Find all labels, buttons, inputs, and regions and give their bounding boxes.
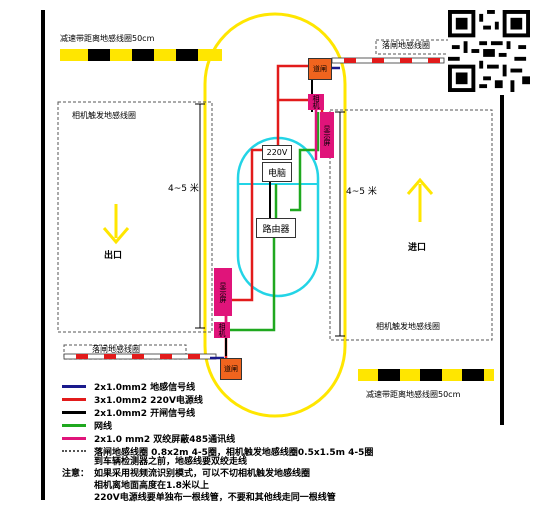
legend-swatch (62, 410, 86, 414)
distance-left-label: 4~5 米 (168, 184, 199, 194)
legend-label: 2x1.0mm2 地感信号线 (94, 382, 196, 393)
distance-marker-right (335, 111, 345, 337)
legend-label: 落闸地感线圈 0.8x2m 4-5圈，相机触发地感线圈0.5x1.5m 4-5圈 (94, 447, 374, 458)
legend-item-coil: 落闸地感线圈 0.8x2m 4-5圈，相机触发地感线圈0.5x1.5m 4-5圈 (62, 446, 374, 458)
legend-label: 2x1.0 mm2 双绞屏蔽485通讯线 (94, 434, 236, 445)
legend-swatch (62, 384, 86, 388)
legend-swatch-dotted (62, 450, 86, 452)
speed-bump-bottom (358, 369, 494, 381)
barrier-arm-top (331, 57, 445, 64)
computer-box: 电脑 (262, 162, 292, 182)
barrier-coil-top-label: 落闸地感线圈 (382, 41, 430, 50)
camera-coil-right (329, 109, 493, 341)
legend-item-loop-signal: 2x1.0mm2 地感信号线 (62, 381, 196, 393)
camera-bottom: 相机 (214, 322, 230, 338)
distance-marker-left (195, 103, 205, 329)
legend-coil-note: 到车辆检测器之前，地感线要双绞走线 (94, 457, 248, 467)
gate-top: 道闸 (308, 58, 332, 80)
legend-swatch (62, 397, 86, 401)
note-line-3: 220V电源线要单独布一根线管，不要和其他线走同一根线管 (94, 493, 336, 503)
speed-bump-bottom-label: 减速带距离地感线圈50cm (366, 390, 461, 399)
qr-code-image (448, 10, 530, 92)
legend-item-gate-signal: 2x1.0mm2 开闸信号线 (62, 407, 196, 419)
right-road-edge (500, 95, 504, 425)
speed-bump-top (60, 49, 222, 61)
legend-swatch (62, 423, 86, 427)
exit-arrow (102, 204, 130, 245)
entry-label: 进口 (408, 243, 427, 253)
entry-arrow (406, 177, 434, 222)
camera-coil-right-label: 相机触发地感线圈 (376, 322, 440, 331)
legend-label: 网线 (94, 421, 113, 432)
distance-right-label: 4~5 米 (346, 187, 377, 197)
legend-label: 2x1.0mm2 开闸信号线 (94, 408, 196, 419)
legend-label: 3x1.0mm2 220V电源线 (94, 395, 203, 406)
speed-bump-top-label: 减速带距离地感线圈50cm (60, 34, 155, 43)
legend-item-485: 2x1.0 mm2 双绞屏蔽485通讯线 (62, 433, 236, 445)
note-line-2: 相机离地面高度在1.8米以上 (94, 481, 209, 491)
camera-coil-left (57, 101, 213, 333)
power-220v-box: 220V (262, 145, 292, 160)
notes-label: 注意： (62, 469, 90, 479)
camera-top: 相机 (308, 94, 324, 110)
camera-coil-left-label: 相机触发地感线圈 (72, 111, 136, 120)
router-box: 路由器 (256, 218, 296, 238)
left-road-edge (41, 10, 45, 500)
gate-bottom: 道闸 (220, 358, 242, 380)
legend-item-power: 3x1.0mm2 220V电源线 (62, 394, 203, 406)
legend-item-network: 网线 (62, 420, 113, 432)
display-bottom: 显示屏 (214, 268, 232, 316)
legend-swatch (62, 436, 86, 440)
display-top: 显示屏 (320, 112, 334, 158)
exit-label: 出口 (104, 251, 123, 261)
island-outline (203, 12, 347, 418)
barrier-arm-bottom (63, 353, 217, 360)
barrier-coil-bottom-label: 落闸地感线圈 (92, 345, 140, 354)
note-line-1: 如果采用视频流识别模式，可以不切相机触发地感线圈 (94, 469, 311, 479)
